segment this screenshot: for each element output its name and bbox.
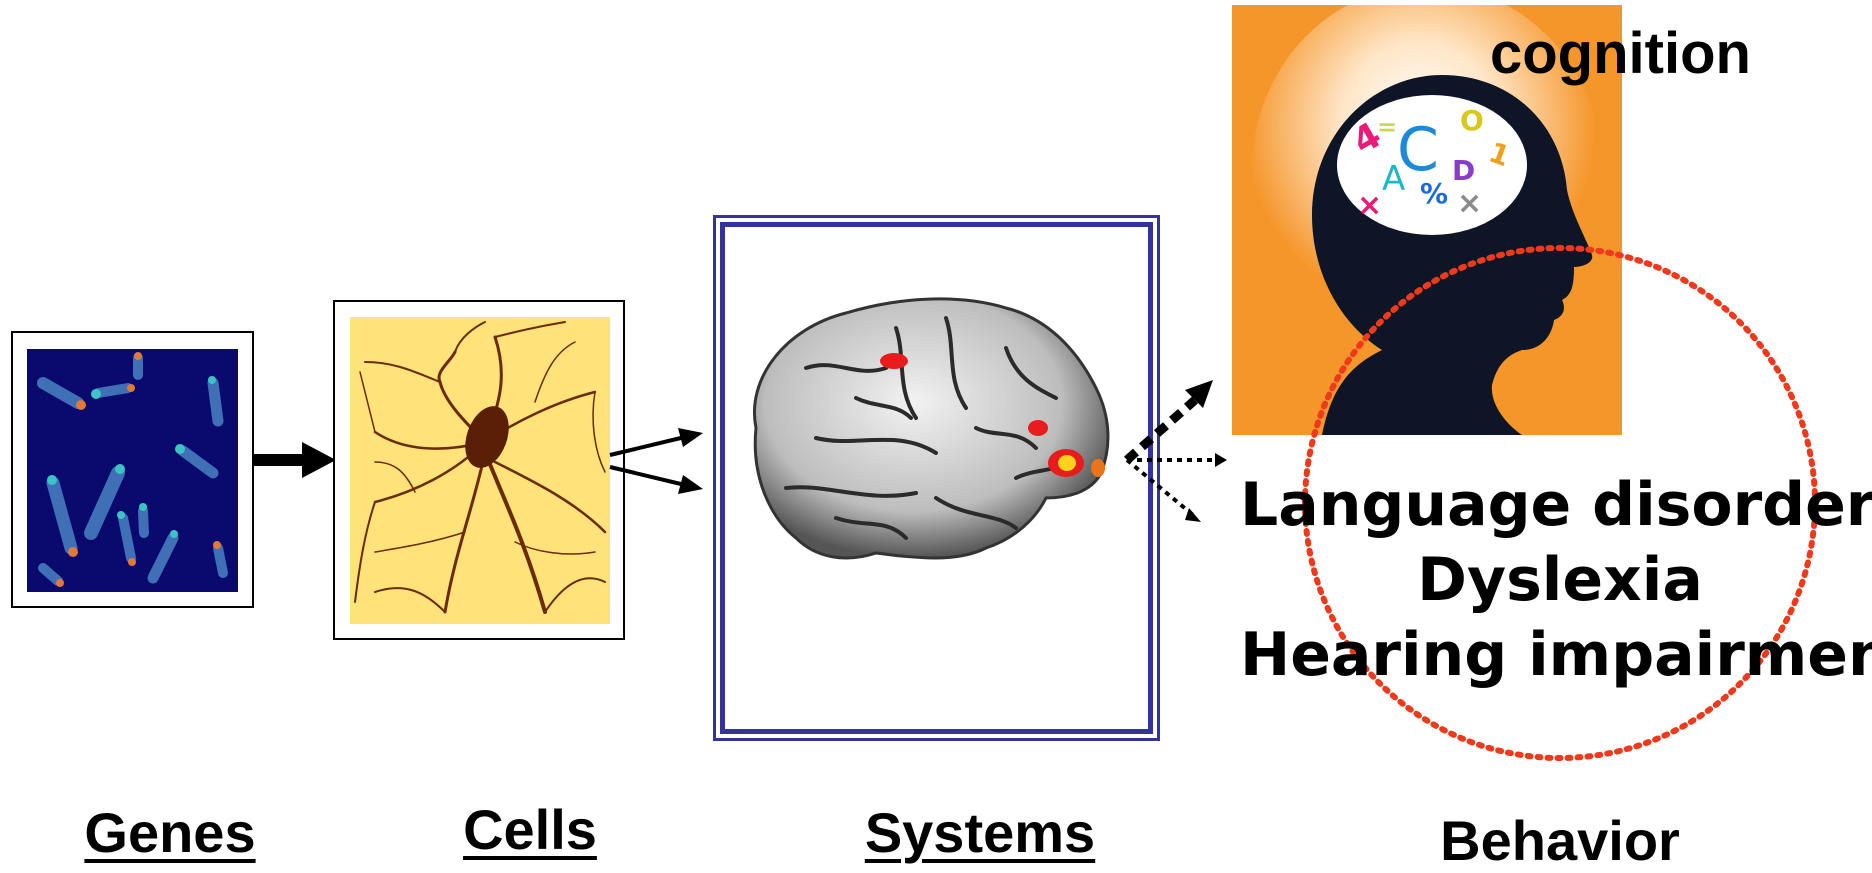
- disorders-list: Language disorders Dyslexia Hearing impa…: [1240, 468, 1872, 693]
- activation-spot-4: [1058, 455, 1076, 471]
- cognition-label: cognition: [1490, 20, 1751, 87]
- activation-spot-5: [1091, 459, 1105, 477]
- cells-image-frame: [333, 300, 625, 640]
- activation-spot-1: [880, 353, 908, 369]
- svg-text:A: A: [1382, 159, 1405, 199]
- disorder-item: Hearing impairment: [1240, 618, 1872, 693]
- arrow-genes-to-cells: [252, 430, 342, 490]
- svg-text:D: D: [1452, 154, 1475, 187]
- svg-text:=: =: [1377, 113, 1397, 141]
- chromosomes-image: [13, 333, 252, 606]
- disorder-item: Language disorders: [1240, 468, 1872, 543]
- arrows-systems-to-behavior: [1115, 380, 1235, 540]
- brain-shape: [754, 299, 1108, 558]
- neuron-image: [335, 302, 623, 638]
- arrows-cells-to-systems: [605, 425, 705, 505]
- genes-image-frame: [11, 331, 254, 608]
- systems-image-frame: [713, 215, 1160, 741]
- svg-text:×: ×: [1457, 186, 1482, 221]
- chromosome-9: [139, 503, 147, 533]
- svg-text:%: %: [1420, 177, 1448, 210]
- svg-text:O: O: [1460, 104, 1484, 137]
- disorder-item: Dyslexia: [1240, 543, 1872, 618]
- stage-label-systems: Systems: [830, 800, 1130, 865]
- activation-spot-2: [1028, 420, 1048, 436]
- stage-label-genes: Genes: [50, 800, 290, 865]
- stage-label-cells: Cells: [410, 797, 650, 862]
- stage-label-behavior: Behavior: [1400, 808, 1720, 873]
- chromosome-3: [134, 352, 142, 375]
- brain-image: [716, 218, 1157, 738]
- svg-text:×: ×: [1357, 188, 1382, 223]
